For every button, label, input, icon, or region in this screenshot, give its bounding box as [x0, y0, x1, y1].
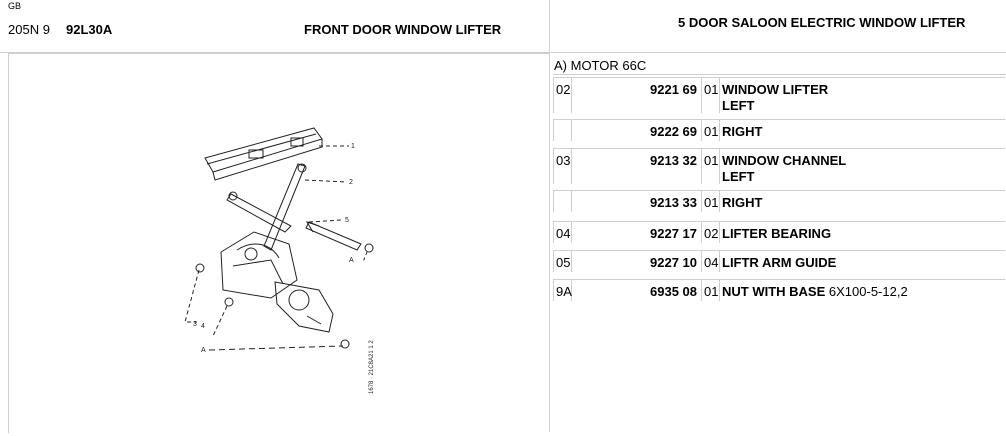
part-number-cell: 9221 69	[572, 77, 702, 113]
window-channel	[305, 221, 362, 251]
ref-cell: 03	[553, 148, 572, 184]
ref-cell: 04	[553, 221, 572, 243]
description-text: WINDOW LIFTER	[722, 82, 829, 97]
quantity-cell: 01	[702, 148, 720, 184]
bearing	[224, 297, 234, 307]
callout-label: A	[201, 347, 206, 354]
lifter-arm	[226, 193, 292, 233]
header-divider	[0, 52, 1006, 53]
callout-label: 2	[349, 179, 353, 186]
quantity-cell: 02	[702, 221, 720, 243]
quantity-cell: 01	[702, 77, 720, 113]
description-text: RIGHT	[722, 124, 763, 139]
description-cell: WINDOW CHANNEL LEFT	[720, 148, 1005, 184]
diagram-side-code: 1678 · 21C8A21 1 2	[369, 340, 375, 394]
part-number-cell: 6935 08	[572, 279, 702, 301]
callout-label: 1	[351, 143, 355, 150]
description-cell: RIGHT	[720, 119, 1005, 141]
callout-label: A	[349, 257, 354, 264]
description-cell: WINDOW LIFTER LEFT	[720, 77, 1005, 113]
callout-label: 5	[345, 217, 349, 224]
description-text: WINDOW CHANNEL	[722, 153, 847, 168]
description-cell: RIGHT	[720, 190, 1005, 212]
description-sub: LEFT	[722, 98, 755, 113]
nut	[340, 339, 350, 349]
description-cell: LIFTER BEARING	[720, 221, 1005, 243]
model-code: 205N 9	[8, 22, 50, 37]
ref-cell	[553, 119, 572, 141]
quantity-cell: 01	[702, 190, 720, 212]
part-number-cell: 9227 17	[572, 221, 702, 243]
description-cell: LIFTR ARM GUIDE	[720, 250, 1005, 272]
page-title: FRONT DOOR WINDOW LIFTER	[304, 22, 502, 37]
window-lifter-diagram: 1 2 5 A 3 4 A 1678 · 21C8A21 1 2	[184, 127, 375, 394]
quantity-cell: 01	[702, 279, 720, 301]
part-number-cell: 9222 69	[572, 119, 702, 141]
description-cell: NUT WITH BASE 6X100-5-12,2	[720, 279, 1005, 301]
description-text: NUT WITH BASE	[722, 284, 826, 299]
description-sub: LEFT	[722, 169, 755, 184]
ref-cell: 02	[553, 77, 572, 113]
description-extra: 6X100-5-12,2	[828, 284, 908, 299]
part-number-cell: 9213 33	[572, 190, 702, 212]
bearing	[195, 263, 205, 273]
ref-cell: 9A	[553, 279, 572, 301]
bearing	[364, 243, 374, 253]
description-text: LIFTR ARM GUIDE	[722, 255, 837, 270]
regulator-plate	[220, 231, 298, 299]
part-number-cell: 9227 10	[572, 250, 702, 272]
description-text: RIGHT	[722, 195, 763, 210]
quantity-cell: 01	[702, 119, 720, 141]
group-label: A) MOTOR 66C	[554, 58, 647, 73]
group-code: 92L30A	[66, 22, 113, 37]
ref-cell: 05	[553, 250, 572, 272]
language-code: GB	[8, 1, 22, 11]
table-top-line	[553, 74, 1006, 75]
column-divider	[549, 0, 550, 432]
quantity-cell: 04	[702, 250, 720, 272]
description-text: LIFTER BEARING	[722, 226, 832, 241]
rail-bracket	[248, 149, 264, 159]
section-title: 5 DOOR SALOON ELECTRIC WINDOW LIFTER	[678, 15, 966, 30]
ref-cell	[553, 190, 572, 212]
motor	[274, 281, 334, 333]
part-number-cell: 9213 32	[572, 148, 702, 184]
callout-label: 4	[201, 323, 205, 330]
callout-label: 3	[193, 321, 197, 328]
exploded-diagram-panel: 1 2 5 A 3 4 A 1678 · 21C8A21 1 2	[8, 53, 550, 433]
